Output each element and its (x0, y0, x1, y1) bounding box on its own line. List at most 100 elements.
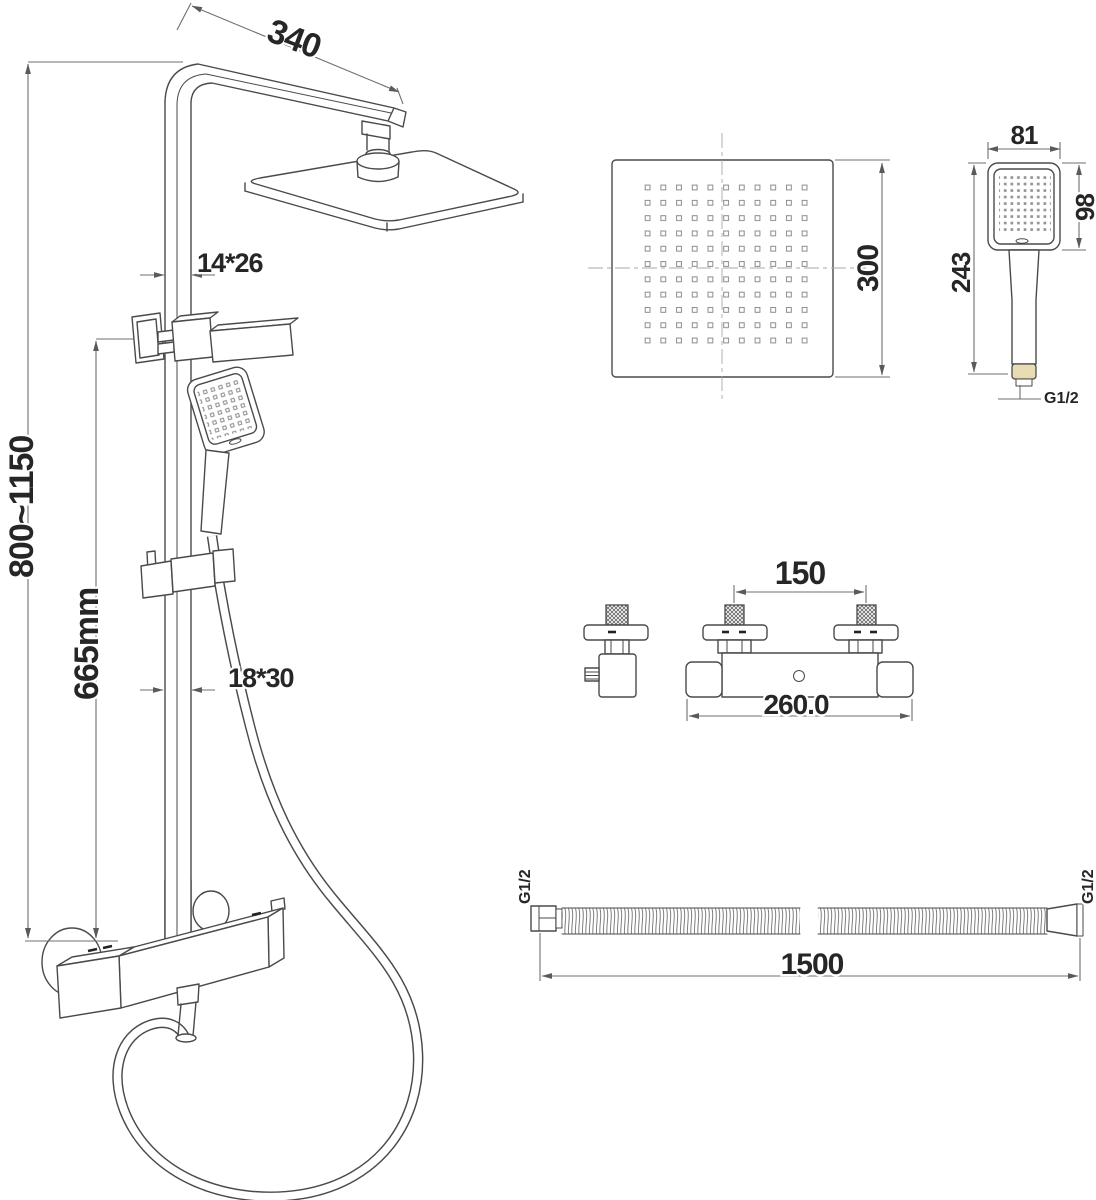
mixer-bar-right-face (267, 907, 285, 968)
dim-ext-line (396, 87, 404, 105)
inlet-marking (251, 911, 262, 917)
hose-nut (175, 1033, 197, 1043)
dim-label-slide-bar: 665mm (68, 588, 106, 700)
dim-ext-line (176, 2, 192, 31)
end-cap-right (876, 661, 914, 698)
dimension-labels: 340 14*26 800~1150 665mm 18*30 300 81 98… (1, 10, 1096, 984)
dim-line-arm-340 (191, 5, 400, 93)
hand-shower-face (193, 373, 258, 445)
logo-oval (1015, 238, 1029, 244)
hose-outline (112, 535, 424, 1200)
nozzle-grid (638, 184, 808, 351)
bracket-screw (157, 329, 175, 343)
dim-label-hand-total-length: 243 (946, 252, 976, 293)
slider-right-block (212, 548, 236, 584)
thread-label-hose-right: G1/2 (1080, 869, 1096, 904)
pipe-body (165, 95, 191, 945)
neck (604, 639, 630, 655)
hose-corrugation-left (562, 908, 800, 934)
shower-plate (250, 150, 519, 222)
lower-dimension-hooks (25, 924, 118, 942)
dim-label-hose-length: 1500 (781, 948, 844, 981)
valve-body (598, 653, 637, 698)
plate-bottom-edge (244, 190, 524, 231)
end-cap-left (685, 661, 723, 698)
body-port-circle (793, 670, 805, 682)
side-port (584, 667, 600, 682)
mount-boss-top (356, 152, 400, 170)
arm-bottom-edge (190, 82, 389, 122)
flange-right (833, 624, 899, 641)
cone-rim (1076, 903, 1084, 937)
mount-boss-bottom (357, 176, 399, 183)
shower-column-perspective-view (25, 63, 524, 1200)
riser-pipe (164, 95, 192, 945)
hand-shower-holder (209, 323, 294, 363)
knob-knurled (605, 604, 629, 626)
mixer-body (721, 652, 879, 698)
column-view-dimension-lines (25, 2, 404, 939)
nozzle-grid (999, 175, 1051, 232)
arm-connector-block (361, 120, 391, 140)
hand-shower-handle (200, 449, 230, 535)
knob-knurled-left (724, 604, 745, 626)
hand-shower-dimension-lines (968, 142, 1086, 400)
dim-label-pipe-section-bottom: 18*30 (228, 663, 294, 693)
slider-clamp (170, 552, 216, 593)
hand-shower-front-view (968, 142, 1086, 400)
bracket-screw (157, 341, 175, 355)
mixer-front-view (685, 585, 914, 721)
mixer-side-view (583, 604, 649, 698)
thread-connector (1011, 363, 1037, 380)
mixer-perspective (41, 879, 286, 1043)
connector-tip (1015, 378, 1033, 387)
port-threads (585, 671, 599, 680)
hose-core (113, 535, 422, 1200)
overhead-shower-perspective (244, 120, 524, 232)
dim-label-pipe-section-top: 14*26 (197, 248, 264, 278)
outlet-stem (192, 1001, 197, 1037)
handle (1008, 249, 1040, 365)
inlet-marking (102, 944, 113, 950)
dim-label-body-width: 260.0 (763, 689, 828, 720)
thread-leader-line (998, 385, 1041, 400)
dim-label-hand-face-height: 98 (1070, 194, 1096, 221)
arm-mid-edge (176, 73, 392, 114)
inlet-marking (87, 947, 98, 953)
hose-flat-view (530, 903, 1084, 981)
mount-boss-side (356, 161, 359, 178)
bracket-clamp (171, 317, 214, 362)
dim-label-hand-width: 81 (1011, 120, 1038, 150)
hose-corrugation-right (818, 908, 1047, 934)
shower-arm (164, 63, 407, 128)
pipe-over-flange (165, 880, 191, 942)
dim-label-inlet-centres: 150 (775, 555, 826, 591)
wall-bracket (131, 311, 299, 364)
head-face (993, 168, 1055, 245)
slider-bracket (140, 548, 236, 599)
hand-shower-logo (228, 438, 242, 445)
mixer-left-cap-front (56, 955, 122, 1019)
hand-shower-perspective (186, 366, 265, 535)
slider-left-block (140, 560, 174, 599)
shower-hose-loop (112, 535, 424, 1200)
nut-collar (555, 908, 563, 929)
hose-outlet-boss (176, 983, 200, 1006)
neck-left (717, 639, 752, 654)
mount-boss-side (397, 161, 400, 178)
hose-cone-right (1046, 903, 1078, 937)
dim-label-height-range: 800~1150 (3, 436, 41, 578)
dim-label-head-size: 300 (852, 245, 885, 292)
arm-top-edge (164, 63, 395, 109)
flange-left (702, 624, 768, 641)
thread-label-hand-shower: G1/2 (1044, 390, 1079, 407)
knob-knurled-right (856, 604, 877, 626)
thread-label-hose-left: G1/2 (517, 869, 534, 904)
neck-right (848, 639, 883, 654)
bracket-plate-inner (136, 318, 160, 359)
outlet-stem (177, 1003, 182, 1037)
arm-end-cap (387, 107, 407, 128)
overhead-shower-top-view (588, 133, 890, 402)
